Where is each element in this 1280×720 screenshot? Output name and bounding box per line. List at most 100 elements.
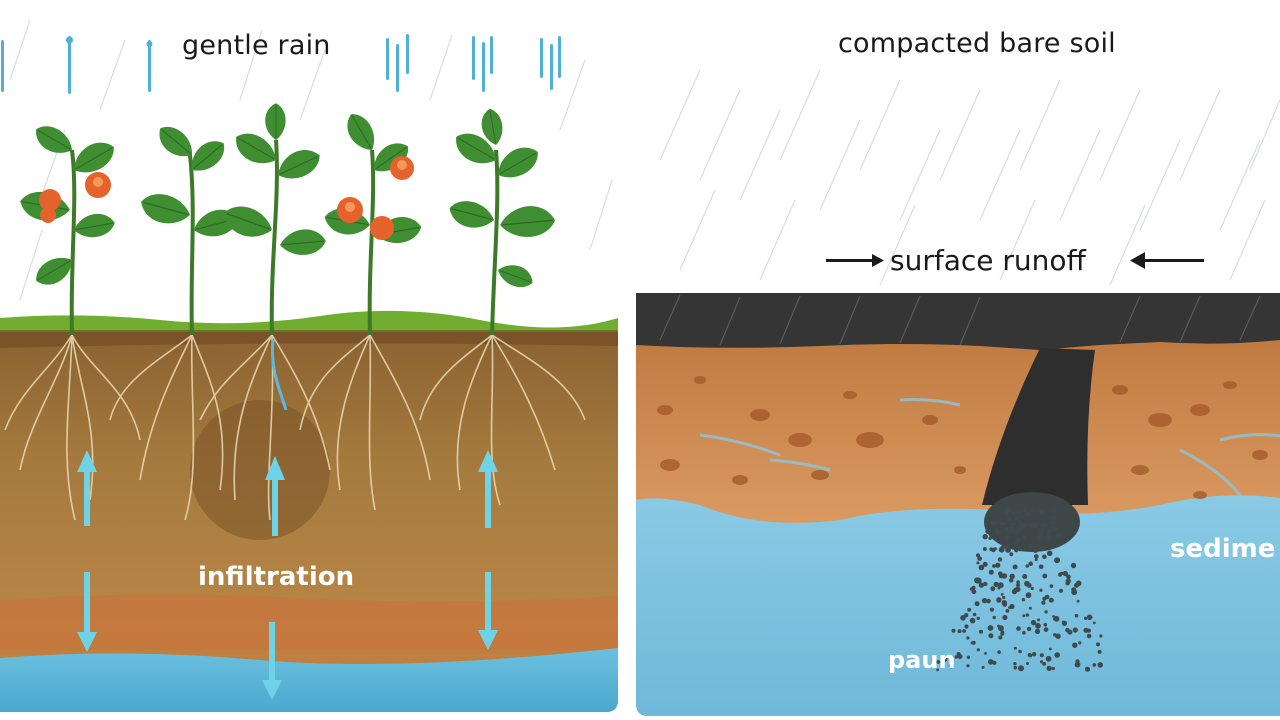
sediment-particle [1049, 584, 1054, 588]
sediment-particle [1030, 509, 1034, 513]
right-panel-title: compacted bare soil [838, 28, 1116, 59]
sediment-particle [1067, 629, 1073, 635]
sediment-particle [989, 607, 995, 612]
sediment-particle [1065, 582, 1069, 586]
sediment-particle [1021, 598, 1026, 602]
sediment-particle [1039, 653, 1044, 658]
sediment-particle [1051, 666, 1055, 671]
sediment-particle [998, 635, 1003, 640]
sediment-particle [1017, 508, 1023, 514]
sediment-particle [1041, 511, 1045, 514]
sediment-particle [1000, 630, 1005, 635]
sediment-particle [1083, 616, 1088, 620]
sediment-particle [936, 660, 941, 664]
sediment-particle [1005, 547, 1011, 553]
sediment-particle [979, 629, 983, 634]
sediment-particle [1012, 532, 1016, 536]
sediment-particle [1011, 511, 1016, 516]
sediment-particle [1055, 633, 1061, 639]
sediment-particle [1044, 594, 1050, 600]
sediment-particle [1034, 558, 1038, 562]
sediment-particle [1026, 626, 1032, 632]
sediment-particle [1004, 526, 1009, 532]
sediment-particle [988, 569, 994, 575]
rain-streaks-left [9, 19, 613, 301]
runoff-channel [982, 348, 1095, 505]
sediment-particle [1025, 592, 1032, 599]
sediment-particle [1042, 523, 1048, 529]
sediment-particle [983, 581, 988, 587]
sediment-particle [997, 557, 1003, 562]
sediment-particle [1072, 627, 1078, 633]
sediment-particle [1086, 614, 1093, 621]
sediment-particle [966, 655, 971, 659]
up-arrow-icon [77, 450, 498, 536]
sediment-particle [1097, 649, 1102, 654]
sediment-particle [997, 586, 1001, 590]
sediment-particle [998, 571, 1003, 576]
sediment-particle [1008, 578, 1014, 583]
sediment-particle [954, 655, 958, 659]
sediment-particle [1016, 538, 1021, 543]
sediment-particle [1007, 530, 1012, 535]
wet-zone [190, 400, 330, 540]
sediment-particle [1037, 536, 1041, 540]
sediment-particle [992, 615, 996, 620]
sediment-particle [972, 585, 976, 589]
sediment-particle [1025, 613, 1030, 617]
sediment-particle [1074, 661, 1081, 668]
sediment-particle [1004, 534, 1010, 539]
sediment-particle [948, 662, 954, 669]
sediment-particle [999, 521, 1004, 526]
sediment-particle [1022, 507, 1027, 513]
sediment-particle [974, 601, 980, 607]
sediment-particle [1000, 593, 1004, 596]
sediment-particle [1016, 626, 1021, 631]
sediment-particle [993, 521, 997, 525]
sediment-particle [1018, 649, 1022, 654]
sediment-particle [1046, 534, 1052, 540]
sediment-particle [1016, 580, 1020, 584]
sediment-particle [981, 665, 985, 669]
sediment-particle [1097, 662, 1103, 668]
sediment-particle [951, 628, 956, 633]
sediment-particle [1072, 642, 1078, 648]
sediment-particle [1083, 627, 1089, 633]
sediment-particle [1038, 532, 1044, 538]
sediment-particle [1001, 600, 1008, 606]
sediment-particle [1045, 655, 1052, 662]
sediment-particle [1003, 522, 1007, 526]
sediment-particle [978, 564, 985, 571]
sediment-particle [997, 650, 1001, 654]
sediment-particle [1051, 508, 1057, 513]
sediment-particle [1043, 627, 1049, 632]
sediment-particle [1046, 665, 1052, 672]
sediment-particle [1025, 564, 1029, 568]
sediment-particle [1052, 526, 1058, 532]
sediment-particle [1042, 573, 1048, 579]
sediment-particle [1017, 519, 1022, 523]
sediment-particle [1002, 614, 1008, 621]
soil-particles [657, 376, 1268, 499]
sediment-particle [988, 659, 994, 665]
sediment-particle [975, 553, 981, 558]
sediment-particle [1040, 660, 1044, 664]
sediment-particle [1031, 652, 1037, 657]
sediment-particle [994, 528, 999, 532]
sediment-particle [1096, 642, 1100, 647]
sediment-particle [1055, 533, 1061, 538]
sediment-particle [982, 534, 988, 540]
sediment-particle [988, 633, 994, 639]
sediment-particle [1014, 516, 1019, 521]
sediment-particle [996, 599, 1000, 603]
sediment-particle [984, 652, 987, 655]
sediment-particle [988, 536, 992, 540]
sediment-particle [1030, 619, 1037, 626]
down-arrow-icon [77, 572, 498, 700]
sediment-particle [1028, 543, 1034, 549]
groundwater-left [0, 648, 618, 712]
sediment-particle [1005, 512, 1009, 516]
sediment-particle [1001, 573, 1008, 579]
sediment-particle [1078, 641, 1082, 645]
